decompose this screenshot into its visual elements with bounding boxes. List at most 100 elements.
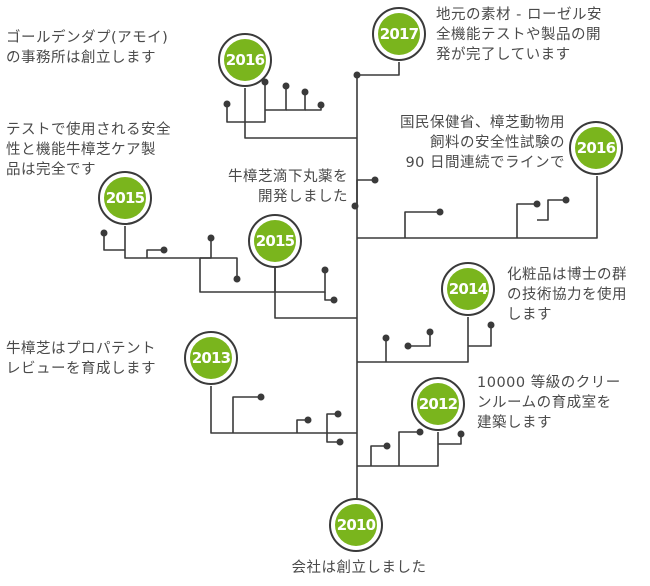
caption-line: 90 日間連続でラインで — [405, 155, 565, 171]
caption-line: 牛樟芝はプロパテント — [6, 341, 156, 357]
caption-line: 発が完了しています — [436, 47, 571, 63]
branch-end-dot — [223, 100, 231, 108]
twig — [245, 82, 266, 123]
twig — [398, 431, 420, 466]
branch-end-dot — [371, 176, 379, 184]
year-2016-left-label: 2016 — [224, 39, 266, 81]
caption-line: 品は完全です — [6, 162, 96, 178]
branch-end-dot — [282, 82, 290, 90]
branch-2013 — [210, 386, 357, 434]
branch-end-dot — [257, 393, 265, 401]
twig — [265, 86, 287, 111]
twig — [326, 413, 338, 433]
caption-line: 地元の素材 - ローゼル安 — [436, 7, 602, 23]
branch-end-dot — [351, 202, 359, 210]
milestone-2010-badge: 2010 — [329, 498, 383, 552]
twig — [468, 325, 492, 347]
year-2016-right-label: 2016 — [575, 127, 617, 169]
caption-line: の事務所は創立します — [6, 50, 156, 66]
milestone-2015-left-badge: 2015 — [98, 171, 152, 225]
branch-end-dot — [562, 196, 570, 204]
caption-line: 開発しました — [258, 189, 348, 205]
caption-line: の技術協力を使用 — [507, 287, 627, 303]
year-2015-left-label: 2015 — [104, 177, 146, 219]
branch-end-dot — [100, 229, 108, 237]
milestone-2013-caption: 牛樟芝はプロパテント レビューを育成します — [6, 339, 156, 379]
branch-end-dot — [304, 416, 312, 424]
caption-line: ゴールデンダプ(アモイ) — [6, 30, 169, 46]
branch-2016-right — [357, 176, 598, 239]
milestone-2014-badge: 2014 — [441, 262, 495, 316]
milestone-2014-caption: 化粧品は博士の群 の技術協力を使用 します — [507, 265, 627, 325]
caption-line: 性と機能牛樟芝ケア製 — [6, 142, 156, 158]
milestone-2012-badge: 2012 — [411, 377, 465, 431]
twig — [296, 419, 308, 433]
branch-end-dot — [207, 234, 215, 242]
branch-end-dot — [261, 78, 269, 86]
year-2017-label: 2017 — [378, 13, 420, 55]
twig — [356, 179, 375, 208]
milestone-2010-caption: 会社は創立しました — [274, 558, 444, 578]
twig — [103, 233, 125, 251]
milestone-2016-right-caption: 国民保健省、樟芝動物用 飼料の安全性試験の 90 日間連続でラインで — [370, 113, 565, 173]
year-2012-label: 2012 — [417, 383, 459, 425]
branch-2015-mid — [274, 268, 357, 319]
caption-line: ンルームの育成室を — [477, 395, 612, 411]
milestone-2013-badge: 2013 — [184, 331, 238, 385]
twig — [516, 203, 537, 238]
branch-end-dot — [233, 275, 241, 283]
caption-line: 建築します — [477, 415, 552, 431]
twig — [274, 268, 326, 293]
milestone-2015-left-caption: テストで使用される安全 性と機能牛樟芝ケア製 品は完全です — [6, 120, 171, 180]
branch-end-dot — [160, 246, 168, 254]
twig — [226, 104, 245, 123]
twig — [408, 332, 431, 347]
milestone-2015-mid-caption: 牛樟芝滴下丸薬を 開発しました — [190, 167, 348, 207]
twig — [146, 249, 164, 258]
branch-end-dot — [334, 410, 342, 418]
branch-2017 — [357, 62, 400, 76]
milestone-2016-left-badge: 2016 — [218, 33, 272, 87]
branch-end-dot — [416, 428, 424, 436]
branch-end-dot — [487, 321, 495, 329]
branch-2014 — [357, 317, 469, 363]
twig — [537, 199, 566, 221]
caption-line: 会社は創立しました — [291, 560, 427, 576]
milestone-2016-right-badge: 2016 — [569, 121, 623, 175]
twig — [200, 257, 238, 279]
caption-line: 国民保健省、樟芝動物用 — [400, 115, 565, 131]
caption-line: 化粧品は博士の群 — [507, 267, 627, 283]
twig — [326, 433, 340, 443]
twig — [404, 211, 440, 238]
year-2010-label: 2010 — [335, 504, 377, 546]
year-2013-label: 2013 — [190, 337, 232, 379]
caption-line: 飼料の安全性試験の — [430, 135, 565, 151]
caption-line: レビューを育成します — [6, 361, 156, 377]
branch-end-dot — [457, 430, 465, 438]
caption-line: 10000 等級のクリー — [477, 375, 621, 391]
branch-end-dot — [330, 296, 338, 304]
milestone-2016-left-caption: ゴールデンダプ(アモイ) の事務所は創立します — [6, 28, 168, 68]
year-2014-label: 2014 — [447, 268, 489, 310]
twig — [438, 434, 462, 445]
branch-2016-left — [244, 88, 357, 139]
twig — [286, 92, 306, 111]
branch-end-dot — [426, 328, 434, 336]
caption-line: 全機能テストや製品の開 — [436, 27, 601, 43]
branch-end-dot — [301, 88, 309, 96]
caption-line: 牛樟芝滴下丸薬を — [228, 169, 348, 185]
branch-end-dot — [336, 438, 344, 446]
milestone-2012-caption: 10000 等級のクリー ンルームの育成室を 建築します — [477, 373, 621, 433]
branch-end-dot — [533, 200, 541, 208]
year-2015-mid-label: 2015 — [254, 220, 296, 262]
branch-end-dot — [321, 266, 329, 274]
branch-end-dot — [404, 342, 412, 350]
twig — [370, 445, 387, 466]
caption-line: します — [507, 307, 552, 323]
branch-2012 — [357, 432, 439, 467]
milestone-2017-caption: 地元の素材 - ローゼル安 全機能テストや製品の開 発が完了しています — [436, 5, 602, 65]
twig — [232, 396, 261, 433]
branch-end-dot — [317, 101, 325, 109]
